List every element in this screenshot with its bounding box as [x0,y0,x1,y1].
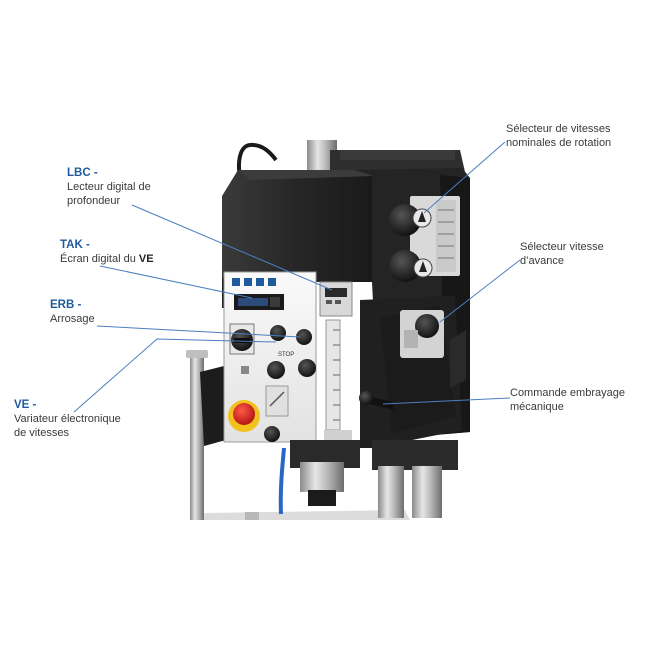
label-erb: ERB - Arrosage [50,298,95,326]
feed-selector [400,310,466,388]
label-lbc-code: LBC - [67,167,98,179]
label-feed-line1: Sélecteur vitesse [520,241,604,253]
label-speed-line1: Sélecteur de vitesses [506,123,611,135]
spindle [290,440,458,518]
leader-ve [73,338,277,413]
label-speed-line2: nominales de rotation [506,137,612,149]
leader-lines [73,141,521,413]
label-speed-selector: Sélecteur de vitesses nominales de rotat… [506,122,611,150]
stop-label: STOP [278,352,294,358]
depth-reader [319,281,353,444]
label-clutch: Commande embrayage mécanique [510,386,625,414]
label-feed-selector: Sélecteur vitesse d’avance [520,240,604,268]
label-feed-line2: d’avance [520,255,565,267]
label-clutch-line1: Commande embrayage [510,387,625,399]
side-bracket [200,366,226,446]
leader-erb [96,325,301,338]
leader-clutch [382,397,511,405]
leader-lbc [131,204,333,291]
label-lbc-line1: Lecteur digital de [67,181,151,193]
label-ve-line2: de vitesses [14,427,70,439]
label-ve-code: VE - [14,399,37,411]
control-panel [223,271,317,443]
label-lbc-line2: profondeur [67,195,121,207]
label-erb-text: Arrosage [50,313,95,325]
leader-tak [99,265,253,299]
label-ve: VE - Variateur électronique de vitesses [14,398,121,440]
leader-feed [439,259,521,323]
label-tak-text: Écran digital du [60,253,139,265]
label-tak: TAK - Écran digital du VE [60,238,154,266]
label-clutch-line2: mécanique [510,401,564,413]
clutch-lever [359,391,394,410]
speed-selector [389,196,460,282]
column-rod [186,350,208,520]
leader-speed [423,141,506,214]
label-tak-code: TAK - [60,239,90,251]
machine-table [200,510,410,520]
coolant-tube [278,447,286,515]
label-ve-line1: Variateur électronique [14,413,121,425]
label-lbc: LBC - Lecteur digital de profondeur [67,166,151,208]
label-erb-code: ERB - [50,299,82,311]
label-tak-bold: VE [138,253,154,265]
top-column [307,140,465,172]
